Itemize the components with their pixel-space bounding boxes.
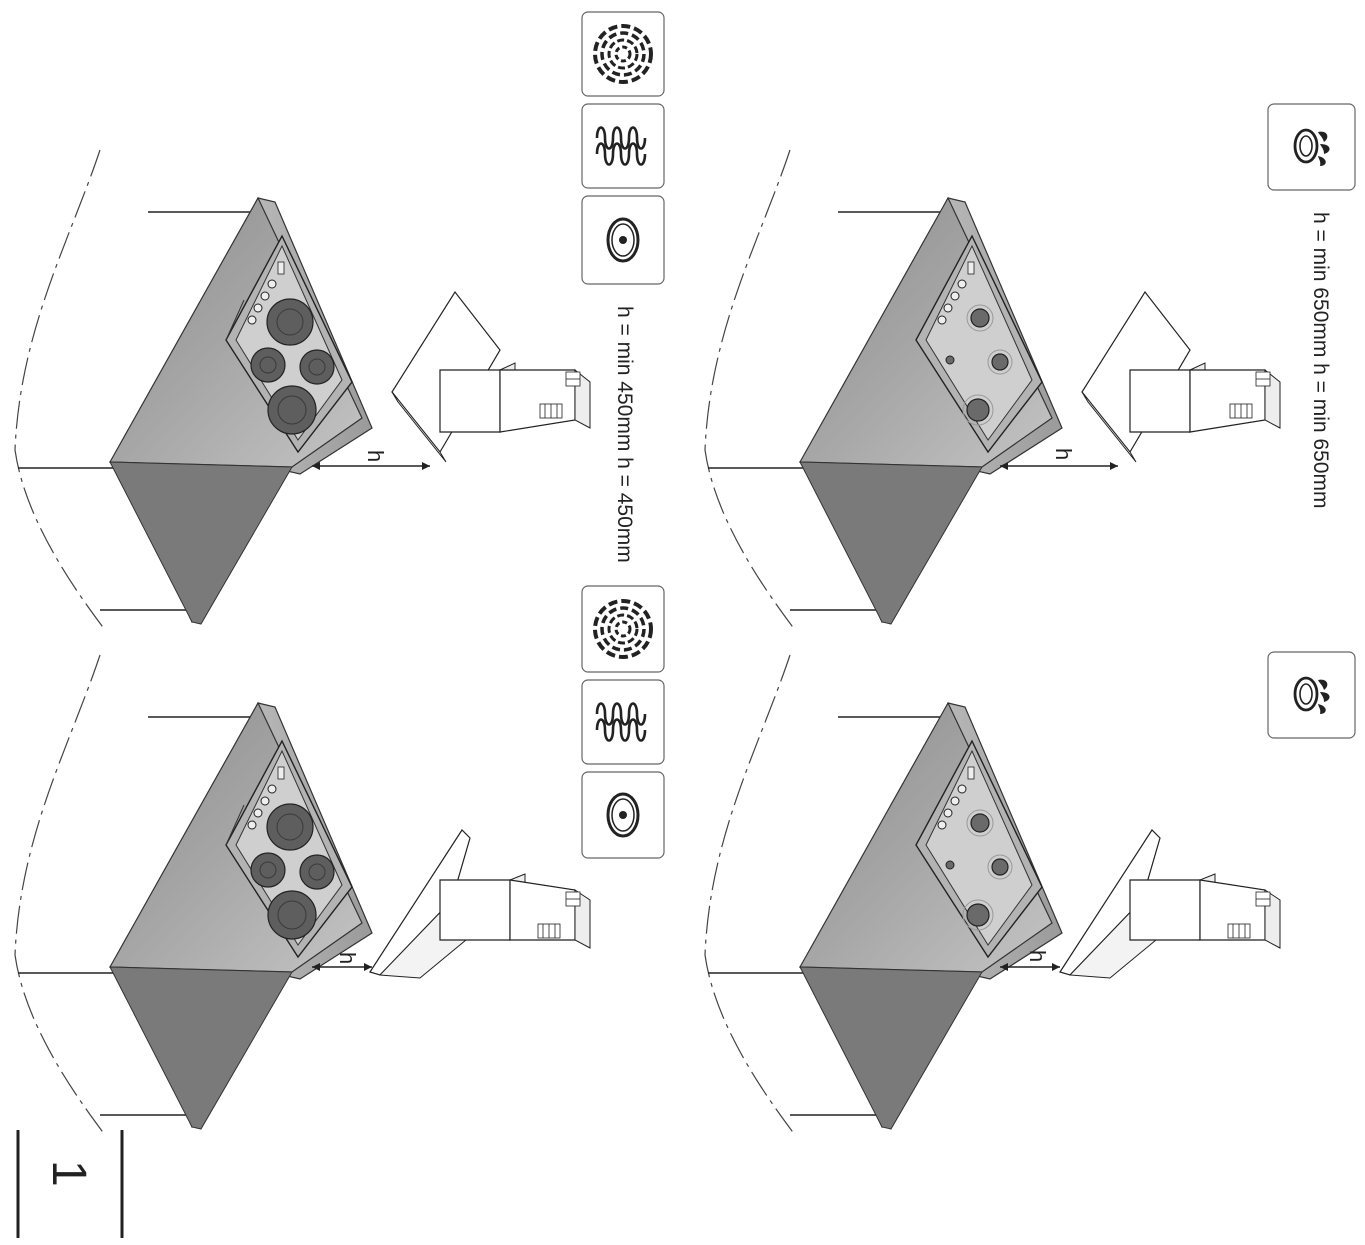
electric-icon-strip-bottom (581, 585, 665, 859)
angled-cooker-hood (1059, 829, 1281, 979)
flat-cooker-hood (1081, 291, 1281, 463)
h-dimension-label: h (1025, 950, 1050, 963)
height-dimension-arrow (312, 462, 430, 470)
figure-number-frame (16, 1130, 124, 1238)
angled-cooker-hood (369, 829, 591, 979)
height-dimension-arrow (1000, 963, 1060, 971)
electric-icon-strip-top (581, 11, 665, 285)
flat-cooker-hood (391, 291, 591, 463)
electric-hood-height-label: h = min 450mm h = 450mm (613, 306, 636, 563)
height-dimension-arrow (1000, 462, 1118, 470)
coil-element-icon (595, 126, 647, 166)
panel-electric-flat-hood (14, 149, 591, 631)
panel-electric-angled-hood (14, 654, 591, 1136)
height-dimension-arrow (312, 963, 372, 971)
h-dimension-label: h (1051, 448, 1076, 461)
h-dimension-label: h (363, 450, 388, 463)
h-dimension-label: h (335, 952, 360, 965)
panel-gas-flat-hood (704, 149, 1281, 631)
figure-number: 1 (42, 1160, 95, 1187)
coil-element-icon (595, 702, 647, 742)
gas-icon-bottom (1267, 651, 1356, 739)
gas-icon-top (1267, 103, 1356, 191)
panel-gas-angled-hood (704, 654, 1281, 1136)
gas-hood-height-label: h = min 650mm h = min 650mm (1309, 212, 1332, 509)
